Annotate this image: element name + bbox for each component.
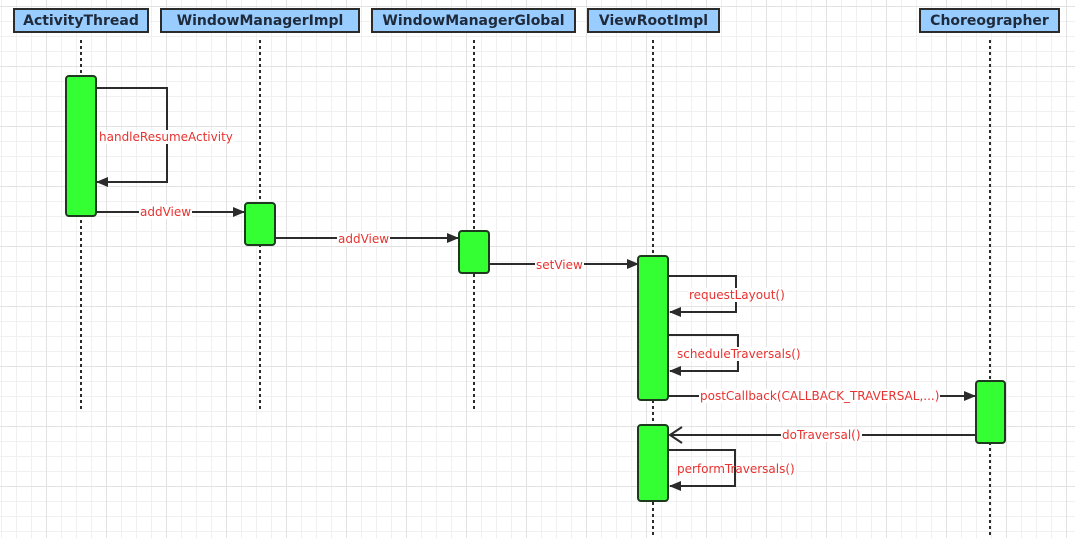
message-label-do-traversal: doTraversal() — [781, 428, 862, 442]
message-label-set-view: setView — [535, 258, 584, 272]
message-label-schedule-traversals: scheduleTraversals() — [676, 347, 802, 361]
message-label-add-view-2: addView — [337, 232, 391, 246]
actor-label: WindowManagerImpl — [176, 12, 344, 29]
open-arrowhead-icon — [668, 426, 683, 444]
lifelines — [80, 40, 991, 538]
activation-activity-thread — [65, 75, 97, 217]
actor-choreographer[interactable]: Choreographer — [919, 8, 1060, 33]
message-perform-traversals — [668, 449, 736, 491]
actor-label: Choreographer — [930, 12, 1049, 29]
message-label-add-view-1: addView — [139, 205, 193, 219]
actor-label: WindowManagerGlobal — [382, 12, 565, 29]
activation-choreographer — [975, 380, 1006, 444]
actor-window-manager-impl[interactable]: WindowManagerImpl — [160, 8, 360, 33]
activation-view-root-impl-1 — [637, 255, 669, 401]
actor-label: ActivityThread — [23, 12, 139, 29]
activation-window-manager-global — [458, 230, 490, 274]
message-label-perform-traversals: performTraversals() — [677, 462, 795, 476]
message-label-post-callback: postCallback(CALLBACK_TRAVERSAL,...) — [699, 389, 941, 403]
actor-view-root-impl[interactable]: ViewRootImpl — [587, 8, 720, 33]
actor-window-manager-global[interactable]: WindowManagerGlobal — [371, 8, 576, 33]
actor-activity-thread[interactable]: ActivityThread — [13, 8, 149, 33]
message-label-handle-resume-activity: handleResumeActivity — [98, 130, 234, 144]
activation-view-root-impl-2 — [637, 424, 669, 502]
message-label-request-layout: requestLayout() — [688, 288, 786, 302]
activation-window-manager-impl — [244, 202, 276, 246]
actor-label: ViewRootImpl — [598, 12, 709, 29]
